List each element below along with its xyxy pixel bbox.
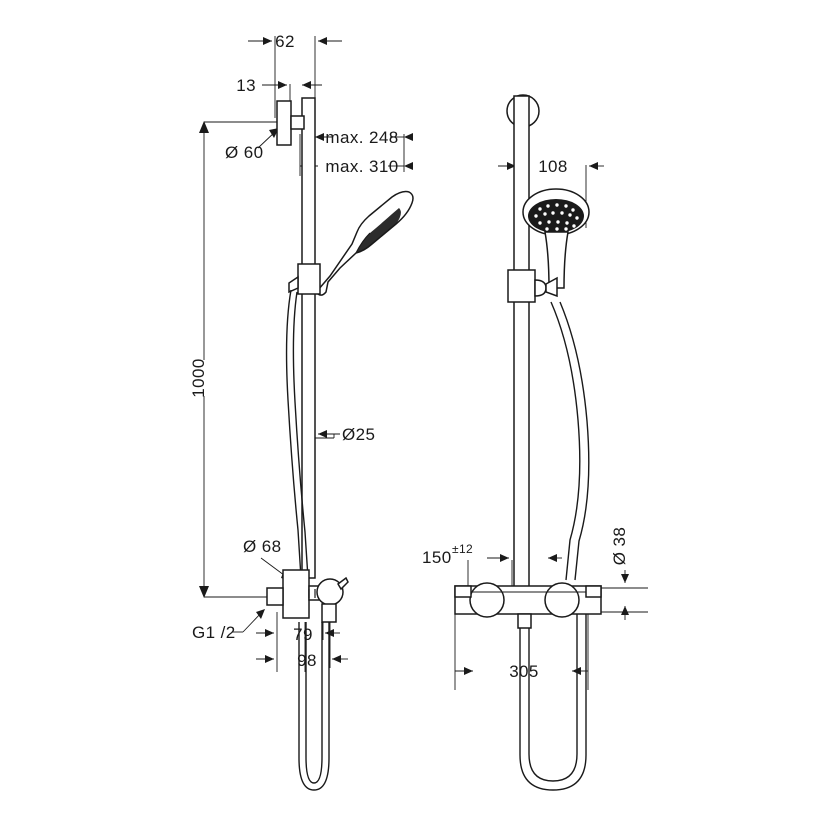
dimension-150-label: 150 — [422, 548, 452, 567]
thermostat-valve-right — [454, 582, 602, 629]
dimension-1000-label: 1000 — [189, 358, 208, 397]
left-view: 62 13 max. 248 max. 310 1000 — [189, 32, 414, 791]
dimension-g12-label: G1 /2 — [192, 623, 236, 642]
dimension-108: 108 — [498, 157, 604, 176]
dimension-79-label: 79 — [293, 625, 313, 644]
shower-hose-upper-right — [550, 301, 590, 581]
dimension-dia38-label: Ø 38 — [610, 527, 629, 565]
shower-hose-loop-left — [298, 622, 330, 791]
dimension-98-label: 98 — [297, 651, 317, 670]
spray-face-holes — [534, 203, 579, 231]
dimension-max248: max. 248 — [315, 128, 413, 147]
dimension-13: 13 — [236, 76, 322, 95]
dimension-62-label: 62 — [275, 32, 295, 51]
dimension-150-tolerance-label: ±12 — [452, 542, 473, 556]
dimension-dia68-label: Ø 68 — [243, 537, 281, 556]
hand-shower-left — [317, 190, 414, 296]
dimension-305: 305 — [455, 662, 588, 681]
dimension-g12: G1 /2 — [192, 609, 265, 642]
dimension-305-label: 305 — [509, 662, 539, 681]
hand-shower-right — [522, 188, 590, 289]
dimension-dia38: Ø 38 — [610, 527, 629, 620]
rail-slider-holder-left — [288, 263, 321, 295]
dimension-dia60-label: Ø 60 — [225, 143, 263, 162]
dimension-dia25: Ø25 — [305, 425, 375, 444]
rail-top-bracket-left — [276, 100, 305, 146]
dimension-150-tolerance: 150 ±12 — [422, 542, 562, 567]
dimension-79: 79 — [256, 625, 340, 644]
dimension-1000: 1000 — [189, 121, 209, 598]
dimension-98: 98 — [256, 651, 348, 670]
dimension-max248-label: max. 248 — [325, 128, 398, 147]
dimension-max310-label: max. 310 — [325, 157, 398, 176]
shower-hose-upper-left — [285, 289, 309, 579]
shower-rail-left — [301, 97, 316, 579]
rail-slider-holder-right — [507, 269, 558, 303]
shower-hose-loop-right — [519, 614, 587, 791]
dimension-13-label: 13 — [236, 76, 256, 95]
dimension-62: 62 — [248, 32, 342, 51]
right-view: 108 150 ±12 Ø 38 305 — [422, 94, 648, 791]
dimension-dia60: Ø 60 — [225, 128, 279, 162]
dimension-dia25-label: Ø25 — [342, 425, 375, 444]
dimension-108-label: 108 — [538, 157, 568, 176]
